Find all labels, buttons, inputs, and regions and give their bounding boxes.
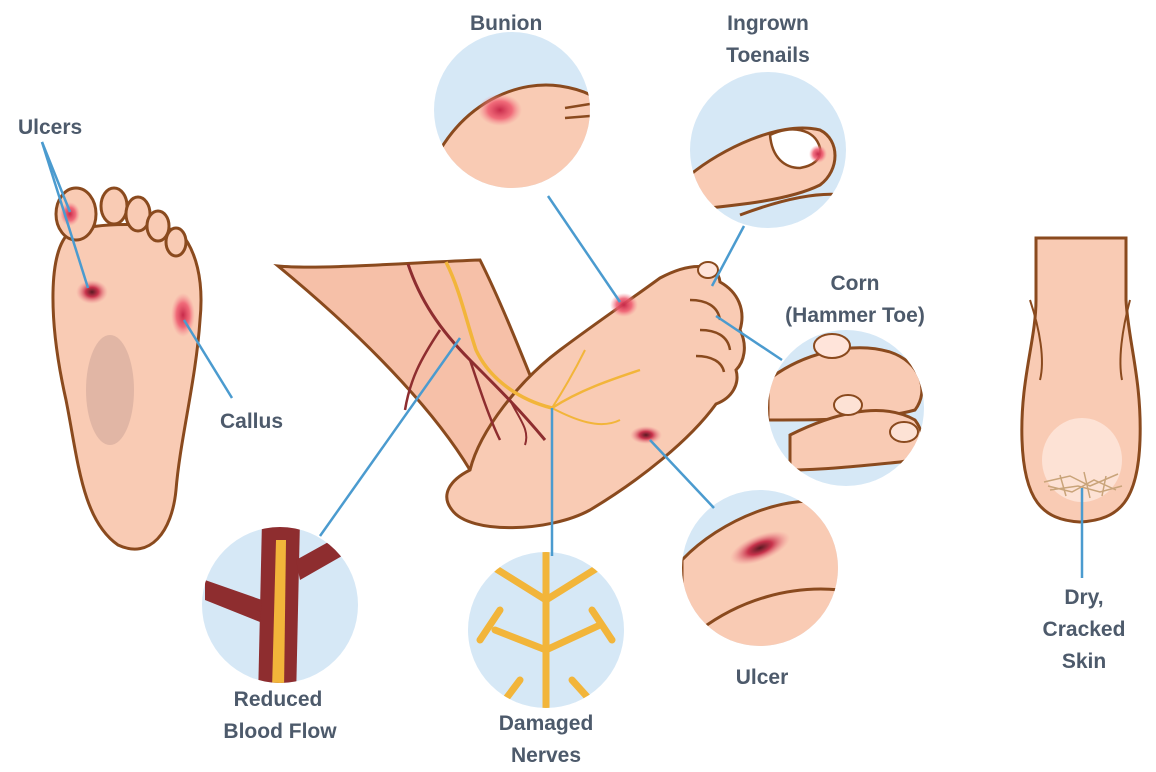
label-ingrown-line1: Ingrown xyxy=(727,12,809,35)
ingrown-toenail-inset xyxy=(690,72,850,228)
label-dry-line3: Skin xyxy=(1062,650,1106,673)
label-damaged-line1: Damaged xyxy=(499,712,594,735)
ulcer-inset xyxy=(682,490,840,650)
bunion-mark xyxy=(610,293,638,317)
label-ingrown-line2: Toenails xyxy=(726,44,810,67)
label-damaged-line2: Nerves xyxy=(511,744,581,767)
label-dry-line2: Cracked xyxy=(1043,618,1126,641)
damaged-nerves-inset xyxy=(468,545,624,715)
label-corn-line1: Corn xyxy=(831,272,880,295)
label-reduced-line2: Blood Flow xyxy=(223,720,337,743)
sole-ulcer-mark xyxy=(76,280,108,304)
corn-inset xyxy=(768,330,924,486)
label-corn-line2: (Hammer Toe) xyxy=(785,304,925,327)
leg-foot-illustration xyxy=(278,260,744,528)
label-callus: Callus xyxy=(220,410,283,433)
label-ulcers: Ulcers xyxy=(18,116,82,139)
label-dry-line1: Dry, xyxy=(1064,586,1103,609)
label-bunion: Bunion xyxy=(470,12,542,35)
reduced-blood-flow-inset xyxy=(202,520,358,700)
label-reduced-line1: Reduced xyxy=(234,688,323,711)
foot-ulcer-mark xyxy=(630,426,662,444)
sole-illustration xyxy=(53,188,201,549)
bunion-inset xyxy=(434,32,620,220)
label-ulcer: Ulcer xyxy=(736,666,789,689)
heel-illustration xyxy=(1022,238,1140,522)
